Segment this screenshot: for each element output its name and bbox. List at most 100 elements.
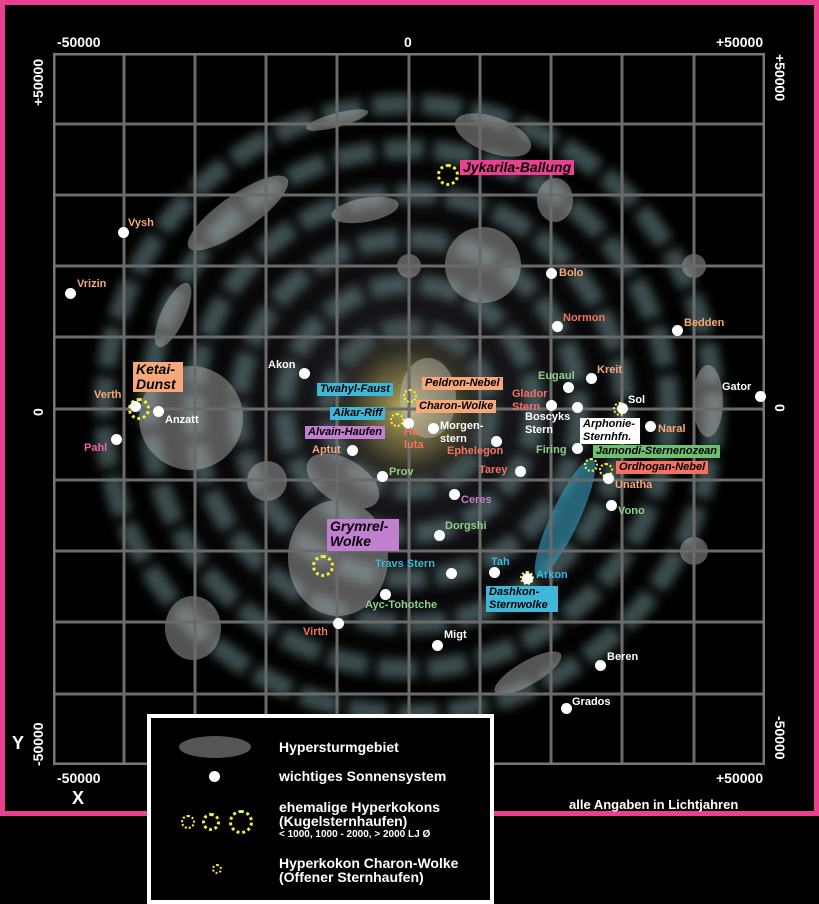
star-system-label[interactable]: Akon bbox=[268, 359, 296, 371]
legend: Hypersturmgebiet wichtiges Sonnensystem … bbox=[147, 714, 494, 904]
star-system-label[interactable]: Prov bbox=[389, 466, 414, 478]
star-system-dot[interactable] bbox=[347, 445, 358, 456]
star-system-dot[interactable] bbox=[449, 489, 460, 500]
star-system-dot[interactable] bbox=[552, 321, 563, 332]
region-ordhogan[interactable]: Ordhogan-Nebel bbox=[616, 461, 709, 474]
star-system-dot[interactable] bbox=[561, 703, 572, 714]
star-system-label[interactable]: Ceres bbox=[461, 494, 492, 506]
star-system-dot[interactable] bbox=[606, 500, 617, 511]
charon-legend-icon bbox=[212, 864, 222, 874]
star-system-label[interactable]: Morgen- stern bbox=[440, 420, 484, 445]
star-system-dot[interactable] bbox=[65, 288, 76, 299]
star-system-label[interactable]: Bolo bbox=[559, 267, 584, 279]
star-system-label[interactable]: Travs Stern bbox=[375, 558, 435, 570]
region-charon[interactable]: Charon-Wolke bbox=[416, 400, 497, 413]
star-system-label[interactable]: Bedden bbox=[684, 317, 725, 329]
star-system-dot[interactable] bbox=[434, 530, 445, 541]
star-system-label[interactable]: Vysh bbox=[128, 217, 154, 229]
star-system-dot[interactable] bbox=[603, 473, 614, 484]
star-system-dot[interactable] bbox=[572, 443, 583, 454]
axis-x-label: X bbox=[72, 788, 85, 808]
axis-y-label: Y bbox=[12, 733, 25, 753]
region-jamondi[interactable]: Jamondi-Sternenozean bbox=[593, 445, 721, 458]
star-system-dot[interactable] bbox=[546, 268, 557, 279]
axis-left-bottom: -50000 bbox=[30, 722, 46, 766]
legend-charon: Hyperkokon Charon-Wolke bbox=[279, 855, 459, 871]
star-system-label[interactable]: Ephelegon bbox=[447, 445, 504, 457]
star-system-label[interactable]: Virth bbox=[303, 626, 328, 638]
region-twahyl[interactable]: Twahyl-Faust bbox=[317, 383, 393, 396]
star-system-label[interactable]: Normon bbox=[563, 312, 606, 324]
star-system-dot[interactable] bbox=[299, 368, 310, 379]
region-alvain[interactable]: Alvain-Haufen bbox=[305, 426, 385, 439]
hyperkokon-cluster-icon bbox=[390, 413, 404, 427]
star-system-dot[interactable] bbox=[489, 567, 500, 578]
star-system-dot[interactable] bbox=[153, 406, 164, 417]
large-cluster-legend-icon bbox=[229, 810, 253, 834]
star-system-label[interactable]: Tah bbox=[491, 556, 510, 568]
star-system-label[interactable]: Sol bbox=[628, 394, 646, 406]
star-system-label[interactable]: Glador Stern bbox=[512, 388, 548, 413]
star-system-dot[interactable] bbox=[432, 640, 443, 651]
star-system-dot[interactable] bbox=[522, 573, 533, 584]
star-system-dot[interactable] bbox=[672, 325, 683, 336]
star-system-label[interactable]: Tarey bbox=[479, 464, 508, 476]
star-system-label[interactable]: Anzatt bbox=[165, 414, 199, 426]
unit-note: alle Angaben in Lichtjahren bbox=[569, 797, 739, 812]
star-system-label[interactable]: Grados bbox=[572, 696, 611, 708]
star-system-dot[interactable] bbox=[645, 421, 656, 432]
star-system-label[interactable]: Kreit bbox=[597, 364, 623, 376]
star-system-label[interactable]: Pahl bbox=[84, 442, 108, 454]
star-system-dot[interactable] bbox=[377, 471, 388, 482]
star-system-dot[interactable] bbox=[403, 418, 414, 429]
star-system-label[interactable]: Ha- luta bbox=[404, 426, 424, 451]
star-system-dot[interactable] bbox=[572, 402, 583, 413]
star-system-label[interactable]: Migt bbox=[444, 629, 467, 641]
star-system-label[interactable]: Naral bbox=[658, 423, 686, 435]
star-system-dot[interactable] bbox=[118, 227, 129, 238]
star-system-label[interactable]: Gator bbox=[722, 381, 752, 393]
legend-hyperstorm: Hypersturmgebiet bbox=[279, 739, 399, 755]
star-system-label[interactable]: Aptut bbox=[312, 444, 341, 456]
region-aikar[interactable]: Aikar-Riff bbox=[330, 407, 386, 420]
star-system-dot[interactable] bbox=[491, 436, 502, 447]
region-ketai[interactable]: Ketai-Dunst bbox=[133, 362, 183, 392]
region-dashkon[interactable]: Dashkon-Sternwolke bbox=[486, 586, 558, 612]
star-system-label[interactable]: Firing bbox=[536, 444, 567, 456]
system-legend-icon bbox=[209, 771, 220, 782]
star-system-label[interactable]: Arkon bbox=[536, 569, 568, 581]
star-system-label[interactable]: Vono bbox=[618, 505, 645, 517]
star-system-dot[interactable] bbox=[595, 660, 606, 671]
star-system-dot[interactable] bbox=[333, 618, 344, 629]
axis-right-bottom: -50000 bbox=[772, 716, 788, 760]
star-system-dot[interactable] bbox=[380, 589, 391, 600]
star-system-label[interactable]: Ayc-Tohotche bbox=[365, 599, 438, 611]
region-jykarila[interactable]: Jykarila-Ballung bbox=[460, 160, 575, 175]
star-system-dot[interactable] bbox=[515, 466, 526, 477]
region-peldron[interactable]: Peldron-Nebel bbox=[422, 377, 503, 390]
star-system-dot[interactable] bbox=[617, 403, 628, 414]
star-system-dot[interactable] bbox=[111, 434, 122, 445]
star-system-label[interactable]: Dorgshi bbox=[445, 520, 487, 532]
hyperkokon-cluster-icon bbox=[520, 571, 534, 585]
star-system-label[interactable]: Unatha bbox=[615, 479, 653, 491]
small-cluster-legend-icon bbox=[181, 815, 195, 829]
star-system-label[interactable]: Verth bbox=[94, 389, 122, 401]
legend-system: wichtiges Sonnensystem bbox=[279, 768, 447, 784]
axis-top-mid: 0 bbox=[404, 34, 412, 50]
star-system-label[interactable]: Beren bbox=[607, 651, 639, 663]
region-arphonie[interactable]: Arphonie-Sternhfn. bbox=[580, 418, 640, 444]
star-system-dot[interactable] bbox=[446, 568, 457, 579]
star-system-dot[interactable] bbox=[428, 423, 439, 434]
region-grymrel[interactable]: Grymrel-Wolke bbox=[327, 519, 399, 551]
star-system-label[interactable]: Eugaul bbox=[538, 370, 575, 382]
star-system-dot[interactable] bbox=[586, 373, 597, 384]
star-system-dot[interactable] bbox=[563, 382, 574, 393]
star-system-dot[interactable] bbox=[755, 391, 766, 402]
star-system-label[interactable]: Vrizin bbox=[77, 278, 107, 290]
star-system-dot[interactable] bbox=[546, 400, 557, 411]
star-system-dot[interactable] bbox=[130, 401, 141, 412]
legend-hyperkokons: ehemalige Hyperkokons bbox=[279, 799, 441, 815]
star-system-label[interactable]: Boscyks Stern bbox=[525, 411, 571, 436]
hyperkokon-cluster-icon bbox=[584, 458, 598, 472]
